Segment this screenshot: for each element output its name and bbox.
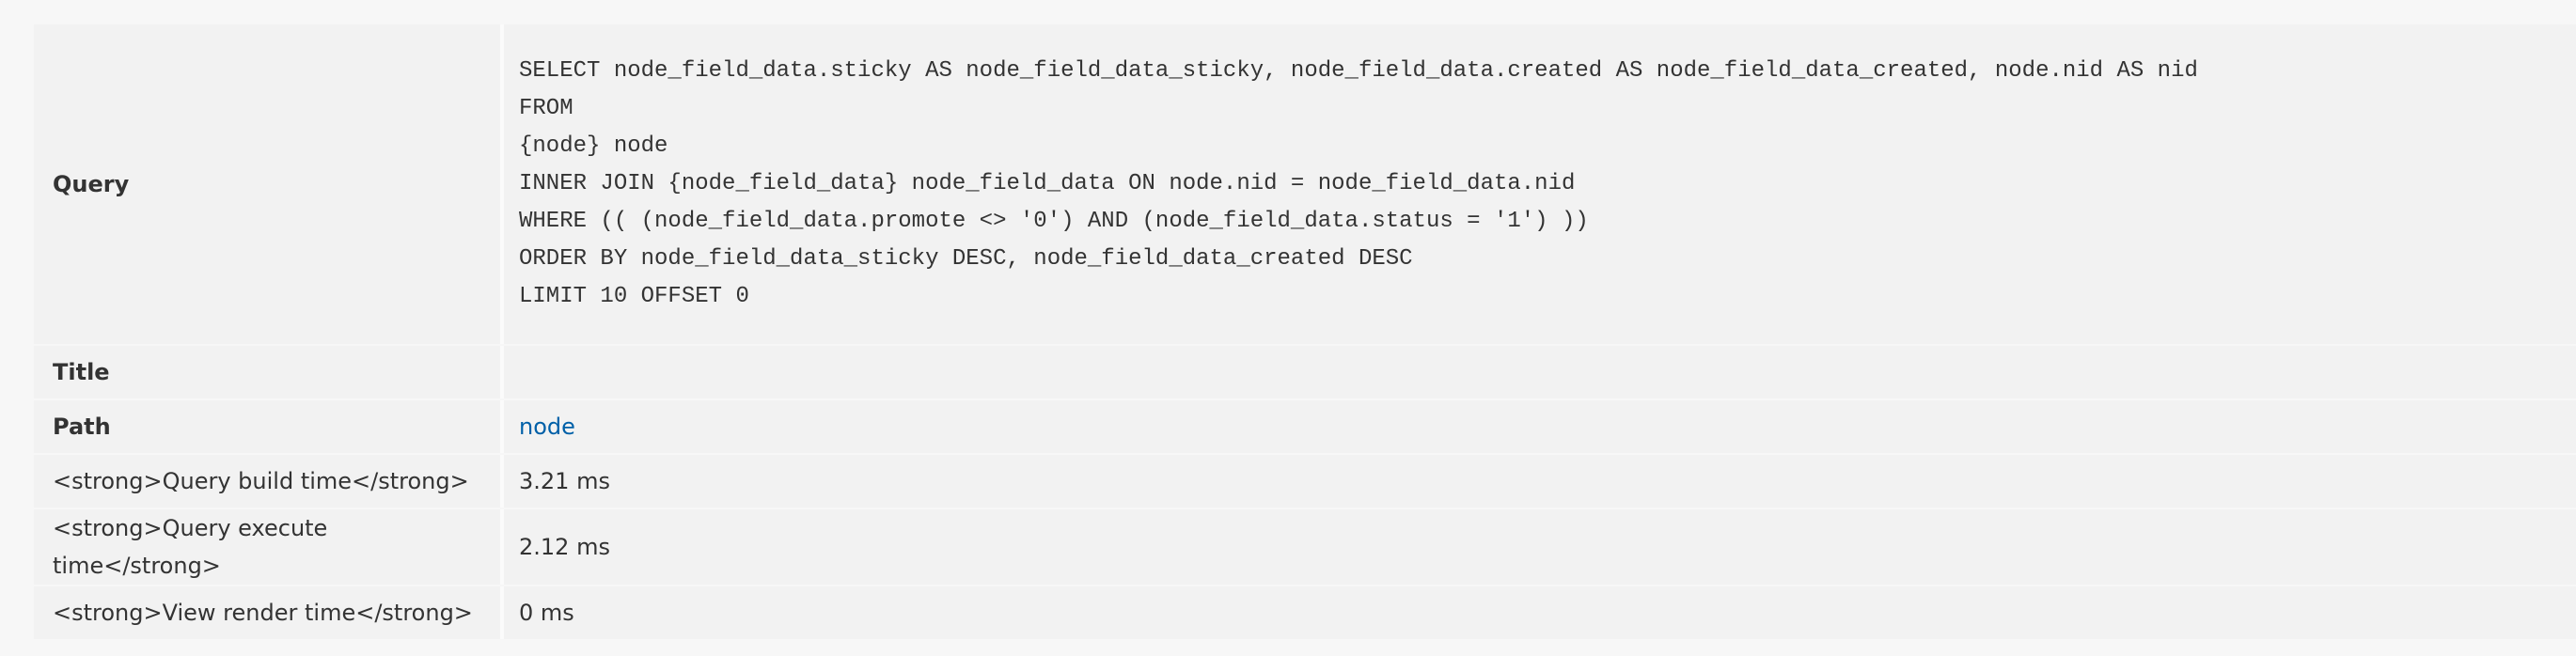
table-row-build-time: <strong>Query build time</strong> 3.21 m… [34,455,2576,508]
column-divider [500,400,504,453]
query-label: Query [34,24,500,344]
preview-info-table: Query SELECT node_field_data.sticky AS n… [34,23,2576,641]
table-row-query: Query SELECT node_field_data.sticky AS n… [34,24,2576,344]
column-divider [500,346,504,398]
path-value: node [504,400,2576,453]
build-time-label: <strong>Query build time</strong> [34,455,500,508]
render-time-label: <strong>View render time</strong> [34,586,500,639]
table-row-title: Title [34,346,2576,398]
table-row-path: Path node [34,400,2576,453]
execute-time-label-cell: <strong>Query execute time</strong> [34,509,500,585]
path-link[interactable]: node [519,414,575,440]
title-value [504,346,2576,398]
column-divider [500,586,504,639]
execute-time-label: <strong>Query execute time</strong> [53,515,328,579]
render-time-value: 0 ms [504,586,2576,639]
column-divider [500,509,504,585]
table-row-render-time: <strong>View render time</strong> 0 ms [34,586,2576,639]
execute-time-value: 2.12 ms [504,509,2576,585]
title-label: Title [34,346,500,398]
views-preview-info: Query SELECT node_field_data.sticky AS n… [34,23,2576,641]
path-label: Path [34,400,500,453]
table-row-execute-time: <strong>Query execute time</strong> 2.12… [34,509,2576,585]
build-time-value: 3.21 ms [504,455,2576,508]
sql-query-text: SELECT node_field_data.sticky AS node_fi… [504,24,2576,344]
column-divider [500,455,504,508]
column-divider [500,24,504,344]
